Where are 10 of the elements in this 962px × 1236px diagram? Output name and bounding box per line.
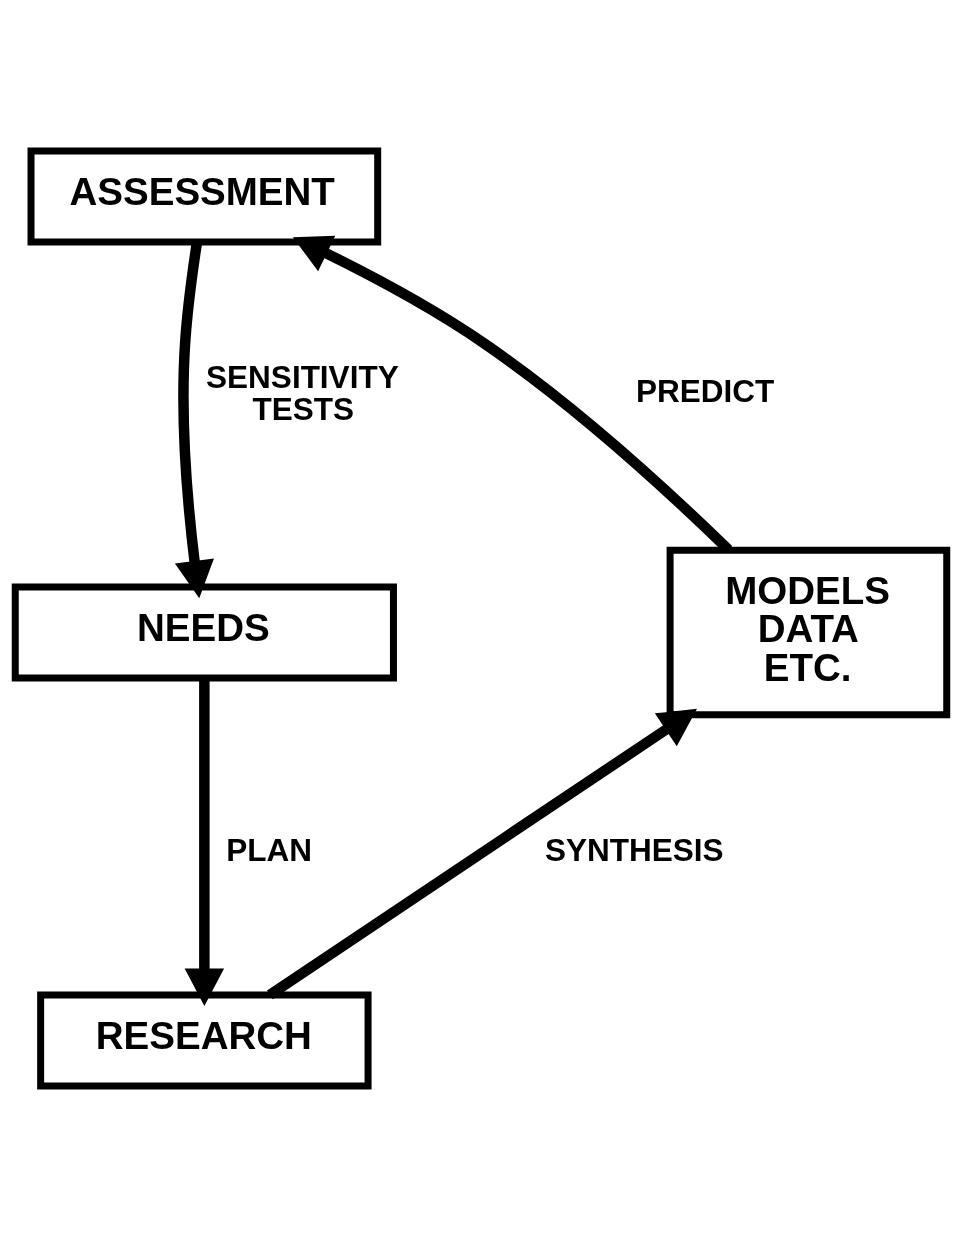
edge-label: SYNTHESIS (544, 831, 724, 868)
edge-label: PLAN (226, 831, 312, 868)
node-box: MODELS DATA ETC. (666, 546, 951, 718)
node-box: ASSESSMENT (27, 147, 382, 246)
arrow (267, 708, 697, 999)
edge-label: PREDICT (635, 372, 775, 409)
node-box: RESEARCH (37, 990, 372, 1089)
node-box: NEEDS (11, 583, 397, 682)
edge-label: SENSITIVITY TESTS (206, 358, 399, 427)
arrow (292, 235, 733, 554)
